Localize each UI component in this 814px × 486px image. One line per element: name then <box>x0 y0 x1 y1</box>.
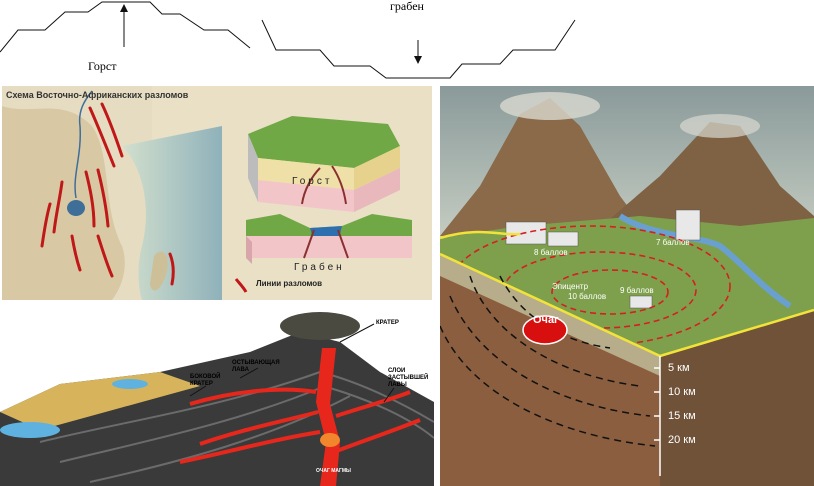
depth-5-label: 5 км <box>668 362 690 374</box>
graben-label: грабен <box>390 0 424 13</box>
lake-victoria <box>67 200 85 216</box>
river <box>618 213 792 309</box>
madagascar-island <box>150 251 168 291</box>
graben-block-label: Грабен <box>294 262 345 273</box>
lava-sills <box>179 387 421 464</box>
intensity-9-label: 9 баллов <box>620 286 654 295</box>
soil-layer <box>440 254 660 376</box>
ground-top <box>0 372 200 430</box>
focus-label: Очаг <box>533 314 559 326</box>
horst-label: Горст <box>88 59 117 73</box>
fault-legend-label: Линии разломов <box>256 279 323 288</box>
graben-arrowhead <box>414 56 422 64</box>
side-crater-label: БОКОВОЙ КРАТЕР <box>190 374 221 387</box>
horst-block <box>248 116 400 212</box>
depth-15-label: 15 км <box>668 410 696 422</box>
sea-area <box>122 126 222 300</box>
sketch-lines <box>0 1 576 79</box>
legend-fault-mark <box>234 278 248 293</box>
intensity-8-label: 8 баллов <box>534 248 568 257</box>
intensity-7-label: 7 баллов <box>656 238 690 247</box>
volcano-mountain-left <box>440 98 650 236</box>
volcano-graphic <box>0 312 434 486</box>
earthquake-panel: Очаг Эпицентр 10 баллов 9 баллов 8 балло… <box>440 86 814 486</box>
crust-front-face <box>440 254 660 486</box>
graben-profile-line <box>261 19 576 79</box>
horst-graben-sketch: Горст грабен <box>0 0 814 82</box>
magma-chamber <box>320 433 340 447</box>
ash-cloud <box>280 312 360 340</box>
ground-surface <box>440 216 814 356</box>
crust-side-face <box>660 310 814 486</box>
depth-20-label: 20 км <box>668 434 696 446</box>
earthquake-focus <box>522 315 568 345</box>
horst-arrowhead <box>120 4 128 12</box>
rift-map-graphic <box>2 86 432 300</box>
cooling-lava-label: ОСТЫВАЮЩАЯ ЛАВА <box>232 360 280 373</box>
depth-scale <box>654 356 661 476</box>
buildings <box>505 209 701 309</box>
earthquake-graphic <box>440 86 814 486</box>
epicenter-label: Эпицентр <box>552 282 589 291</box>
crater-label: КРАТЕР <box>376 320 399 326</box>
volcano-panel: КРАТЕР БОКОВОЙ КРАТЕР ОСТЫВАЮЩАЯ ЛАВА СЛ… <box>0 312 434 486</box>
lava-layers-label: СЛОИ ЗАСТЫВШЕЙ ЛАВЫ <box>388 368 429 388</box>
volcano-mountain-right <box>590 122 814 236</box>
land-relief <box>2 106 125 300</box>
graben-block <box>246 214 412 264</box>
lake-left <box>0 422 60 438</box>
depth-10-label: 10 км <box>668 386 696 398</box>
horst-block-label: Горст <box>292 176 333 187</box>
rift-map-title: Схема Восточно-Африканских разломов <box>6 90 189 100</box>
intensity-10-label: 10 баллов <box>568 292 607 301</box>
nile-river <box>74 90 93 199</box>
fault-lines <box>40 102 175 286</box>
magma-label: ОЧАГ МАГМЫ <box>316 468 351 474</box>
horst-profile-line <box>0 1 251 53</box>
east-african-rift-panel: Схема Восточно-Африканских разломов Горс… <box>2 86 432 300</box>
